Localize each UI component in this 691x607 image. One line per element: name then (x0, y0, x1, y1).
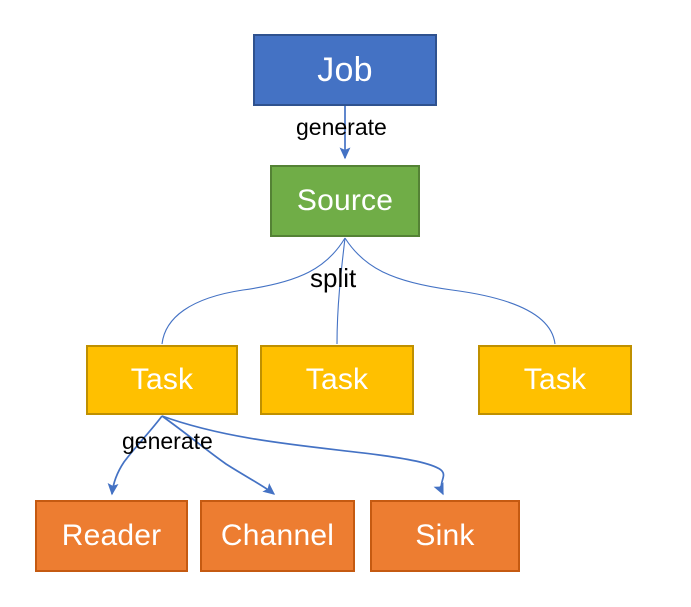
edge-source-to-task3 (344, 237, 556, 345)
edge-task1-to-reader (107, 415, 163, 496)
edge-source-to-task2 (336, 237, 346, 345)
node-source-label: Source (296, 184, 394, 217)
node-job-label: Job (317, 51, 373, 89)
node-job[interactable]: Job (253, 34, 437, 106)
edge-task1-to-sink (161, 415, 445, 496)
node-task-3-label: Task (523, 363, 587, 396)
edge-task1-to-channel (161, 415, 276, 495)
edge-label-generate-task: generate (122, 428, 213, 454)
node-task-2[interactable]: Task (260, 345, 414, 415)
node-task-1[interactable]: Task (86, 345, 238, 415)
node-task-1-label: Task (130, 363, 194, 396)
node-task-3[interactable]: Task (478, 345, 632, 415)
edge-label-split: split (310, 263, 357, 293)
node-source[interactable]: Source (270, 165, 420, 237)
node-channel[interactable]: Channel (200, 500, 355, 572)
node-reader-label: Reader (61, 519, 162, 552)
node-channel-label: Channel (220, 519, 335, 552)
node-sink-label: Sink (415, 519, 475, 552)
node-task-2-label: Task (305, 363, 369, 396)
edge-label-generate-top: generate (296, 114, 387, 140)
edge-source-to-task1 (161, 237, 346, 345)
node-reader[interactable]: Reader (35, 500, 188, 572)
node-sink[interactable]: Sink (370, 500, 520, 572)
